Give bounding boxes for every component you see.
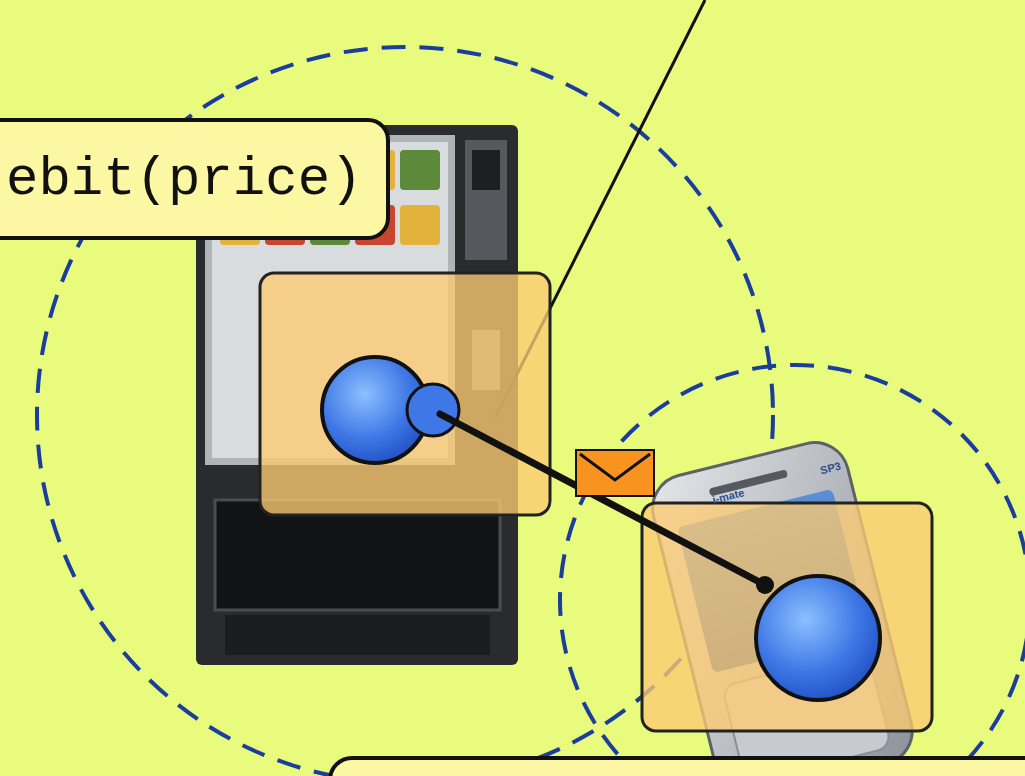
reference-line [440, 414, 765, 585]
object-box [260, 273, 550, 515]
message-envelope [576, 450, 654, 496]
method-call: ebit(price) [6, 149, 362, 210]
object-circle [756, 576, 880, 700]
callout-box: ebit(price) [0, 118, 390, 240]
far-reference [407, 384, 459, 436]
reference-dot [756, 576, 774, 594]
callout-box [330, 758, 1025, 776]
object-box [642, 503, 932, 731]
range-circle [560, 365, 1025, 776]
